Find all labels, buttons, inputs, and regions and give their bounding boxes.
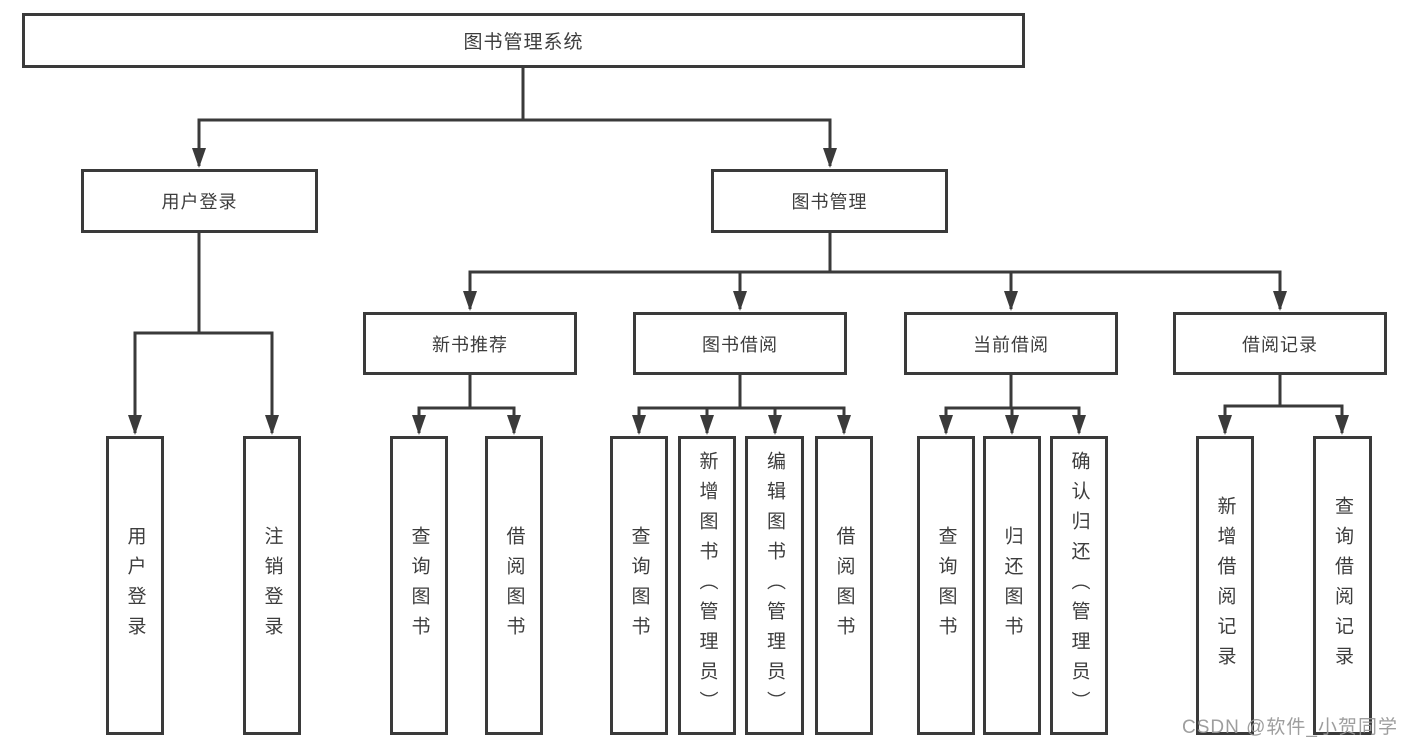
node-label: 查询图书 (628, 525, 650, 646)
node-book-management: 图书管理 (711, 169, 948, 233)
leaf-borrow-books-recommend: 借阅图书 (485, 436, 543, 735)
node-current-borrowing: 当前借阅 (904, 312, 1118, 375)
node-label: 用户登录 (161, 192, 238, 212)
node-label: 借阅图书 (503, 525, 525, 646)
leaf-add-borrow-record: 新增借阅记录 (1196, 436, 1254, 735)
leaf-edit-books-admin: 编辑图书（管理员） (745, 436, 804, 735)
node-label: 编辑图书（管理员） (764, 450, 785, 721)
node-label: 新书推荐 (432, 334, 508, 355)
node-label: 新增借阅记录 (1214, 495, 1236, 676)
node-label: 查询图书 (935, 525, 957, 646)
node-label: 借阅记录 (1242, 334, 1318, 355)
node-user-login: 用户登录 (81, 169, 318, 233)
leaf-return-books: 归还图书 (983, 436, 1041, 735)
node-label: 新增图书（管理员） (696, 450, 718, 721)
node-label: 图书管理 (791, 192, 868, 212)
node-label: 查询借阅记录 (1332, 495, 1353, 676)
node-label: 查询图书 (408, 525, 430, 646)
node-new-book-recommend: 新书推荐 (363, 312, 577, 375)
csdn-watermark: CSDN @软件_小贺同学 (1182, 717, 1398, 738)
leaf-query-borrow-record: 查询借阅记录 (1313, 436, 1372, 735)
node-root: 图书管理系统 (22, 13, 1025, 68)
node-label: 当前借阅 (973, 334, 1049, 355)
node-label: 归还图书 (1001, 525, 1023, 646)
node-label: 图书管理系统 (463, 32, 584, 53)
node-book-borrowing: 图书借阅 (633, 312, 847, 375)
leaf-user-login: 用户登录 (106, 436, 164, 735)
node-label: 借阅图书 (833, 525, 855, 646)
leaf-add-books-admin: 新增图书（管理员） (678, 436, 736, 735)
leaf-confirm-return-admin: 确认归还（管理员） (1050, 436, 1108, 735)
leaf-logout: 注销登录 (243, 436, 301, 735)
node-label: 确认归还（管理员） (1068, 450, 1090, 721)
leaf-query-books-recommend: 查询图书 (390, 436, 448, 735)
node-borrowing-records: 借阅记录 (1173, 312, 1387, 375)
leaf-borrow-books: 借阅图书 (815, 436, 873, 735)
node-label: 图书借阅 (702, 334, 778, 355)
leaf-query-books-borrowing: 查询图书 (610, 436, 668, 735)
node-label: 用户登录 (124, 525, 146, 646)
node-label: 注销登录 (261, 525, 283, 646)
leaf-query-books-current: 查询图书 (917, 436, 975, 735)
